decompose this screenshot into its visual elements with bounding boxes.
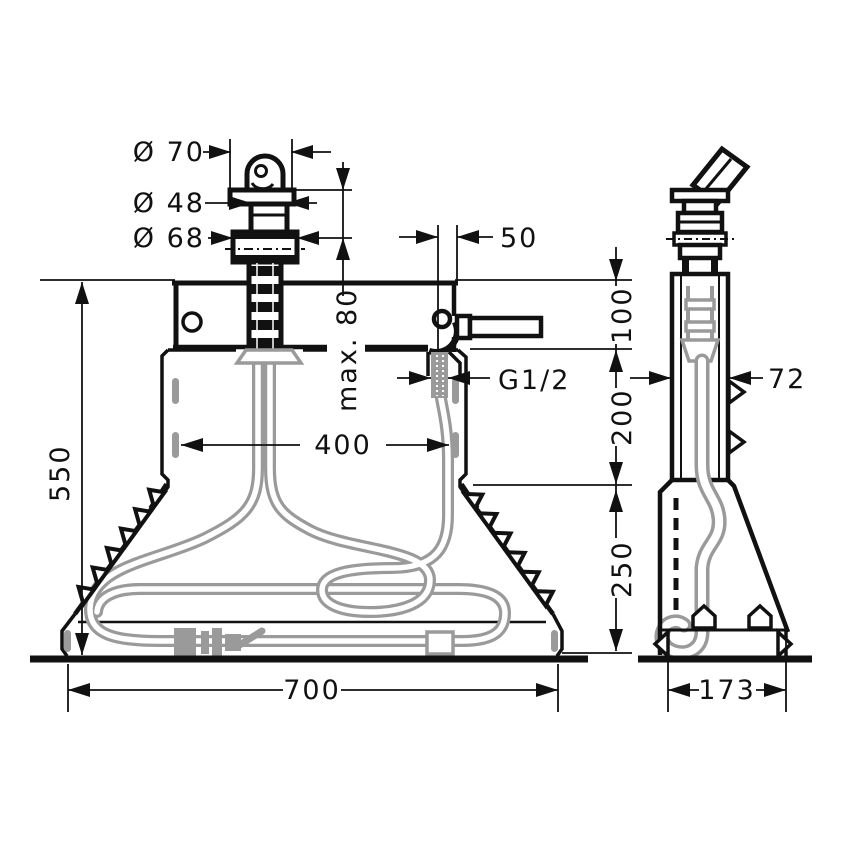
wedge-slopes [72,484,557,616]
g12-tailpiece [431,352,448,398]
mounting-plate [175,282,455,348]
dim-g12-label: G1/2 [498,365,570,396]
dim-550-label: 550 [45,444,76,502]
lever-handle [467,315,544,339]
dim-100-label: 100 [607,286,638,344]
dim-200-label: 200 [607,388,638,446]
retaining-hook [727,377,747,407]
hose-loops [84,356,511,647]
dim-max80-label: max. 80 [332,288,363,412]
spout-column [225,153,305,365]
base-cutout [691,603,717,630]
front-view [30,153,588,663]
spout-neck [248,201,290,236]
dim-dia48-label: Ø 48 [133,188,205,219]
base-cutout [747,603,773,630]
hose-clamp [174,627,455,656]
body-slot [172,378,179,404]
body-slot [172,432,179,458]
dim-50-label: 50 [500,223,538,254]
side-view [638,145,812,663]
dim-dia68-label: Ø 68 [133,223,205,254]
side-tab [776,628,794,660]
dim-250-label: 250 [607,540,638,598]
dimension-annotations: Ø 70 Ø 48 Ø 68 50 max. 80 G1/2 400 550 7… [40,137,806,712]
dim-400-label: 400 [314,430,372,461]
column-skirt [233,348,305,365]
plate-screw-hole [181,311,203,333]
body-slot [452,378,459,404]
base-plate [60,612,564,658]
hose-fitting [425,630,455,656]
dim-72-label: 72 [768,364,806,395]
retaining-hook [727,427,747,457]
side-tab [652,628,670,660]
dim-dia70-label: Ø 70 [133,137,205,168]
dim-700-label: 700 [283,675,341,706]
dim-173-label: 173 [698,675,756,706]
overflow-elbow [427,308,544,398]
